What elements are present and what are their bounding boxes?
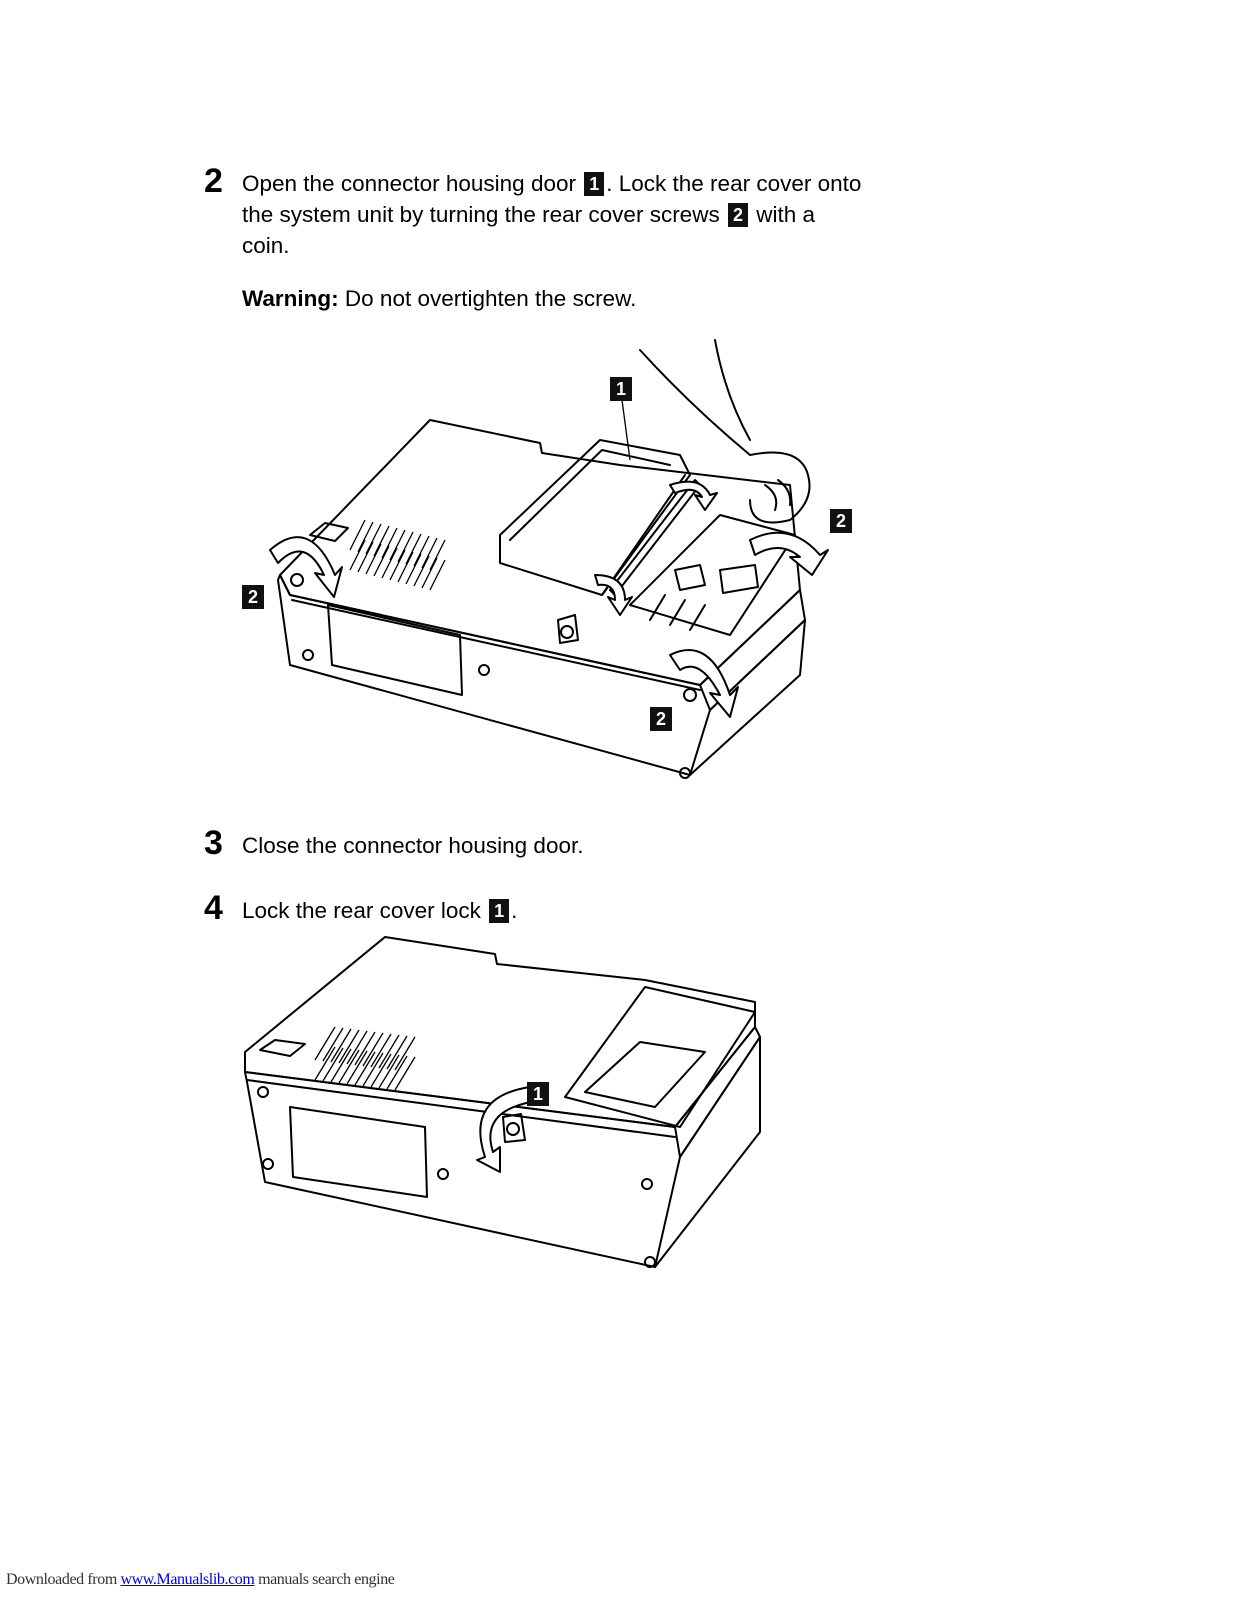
warning-label: Warning: xyxy=(242,286,339,311)
callout-badge-2: 2 xyxy=(727,203,748,227)
step-number: 3 xyxy=(204,824,223,862)
footer: Downloaded from www.Manualslib.com manua… xyxy=(6,1571,395,1589)
figure-open-housing: 1 2 2 2 xyxy=(230,335,870,795)
callout-badge-1: 1 xyxy=(584,172,605,196)
footer-prefix: Downloaded from xyxy=(6,1571,117,1588)
step-number: 4 xyxy=(204,889,223,927)
manualslib-link[interactable]: www.Manualslib.com xyxy=(120,1571,255,1588)
figure-closed-unit: 1 xyxy=(235,932,775,1277)
footer-suffix: manuals search engine xyxy=(258,1571,395,1588)
callout-2-bottom: 2 xyxy=(650,707,672,731)
system-unit-closed-illustration xyxy=(244,936,761,1268)
warning-text: Do not overtighten the screw. xyxy=(344,286,637,311)
step-2-text: Open the connector housing door 1. Lock … xyxy=(242,171,862,258)
step-4-text: Lock the rear cover lock 1. xyxy=(242,898,518,923)
callout-1: 1 xyxy=(610,377,632,401)
callout-1: 1 xyxy=(527,1082,549,1106)
callout-2-left: 2 xyxy=(242,585,264,609)
step-3-text: Close the connector housing door. xyxy=(242,833,584,858)
step-number: 2 xyxy=(204,162,223,200)
callout-2-right: 2 xyxy=(830,509,852,533)
callout-badge-1: 1 xyxy=(489,899,510,923)
warning-note: Warning: Do not overtighten the screw. xyxy=(242,283,636,314)
system-unit-open-illustration xyxy=(269,339,829,779)
